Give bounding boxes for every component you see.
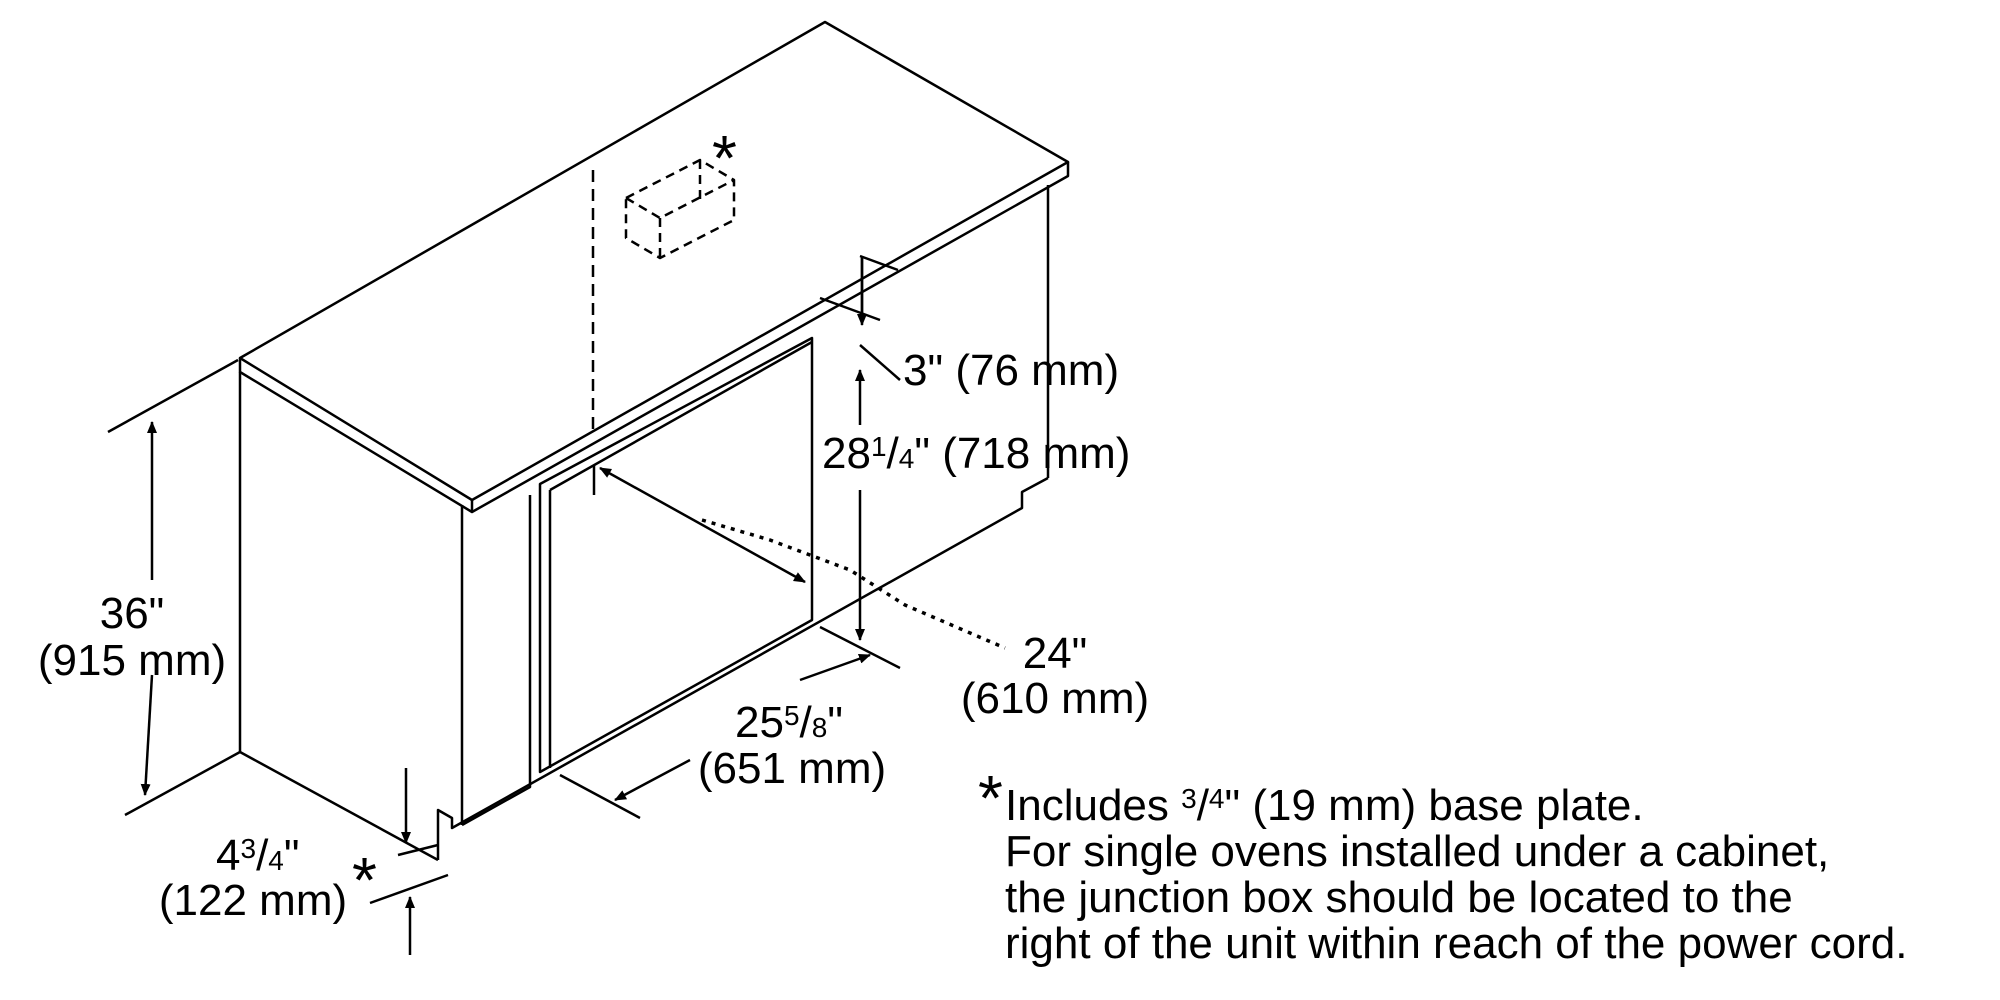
dim-gap-3 [819,254,901,381]
dim-base-4-3-4 [369,768,449,955]
dim-height-36 [107,358,241,817]
label-height-metric: (915 mm) [38,636,226,685]
cabinet [238,185,1050,862]
label-base-imperial: 43/4" [216,831,300,880]
label-base-metric: (122 mm) [159,876,347,925]
footnote-line-2: For single ovens installed under a cabin… [1005,827,1830,876]
oven-opening [538,336,814,774]
footnote-line-1: Includes 3/4" (19 mm) base plate. [1005,781,1644,830]
countertop [238,20,1070,514]
dim-depth-24 [599,466,806,584]
label-gap: 3" (76 mm) [903,346,1119,395]
footnote: * Includes 3/4" (19 mm) base plate. For … [978,766,1995,968]
footnote-line-4: right of the unit within reach of the po… [1005,919,1908,968]
label-opening-height: 281/4" (718 mm) [822,429,1130,478]
label-depth-imperial: 24" [1023,629,1088,678]
label-width-metric: (651 mm) [698,744,886,793]
label-depth-metric: (610 mm) [961,674,1149,723]
junction-box [624,158,736,260]
label-height-imperial: 36" [100,589,165,638]
base-asterisk: * [352,844,377,916]
junction-box-asterisk: * [712,122,737,194]
depth-leader [701,518,1006,650]
footnote-line-3: the junction box should be located to th… [1005,873,1793,922]
footnote-asterisk: * [978,762,1003,834]
label-width-imperial: 255/8" [735,698,843,747]
dim-width-25 [559,625,901,820]
